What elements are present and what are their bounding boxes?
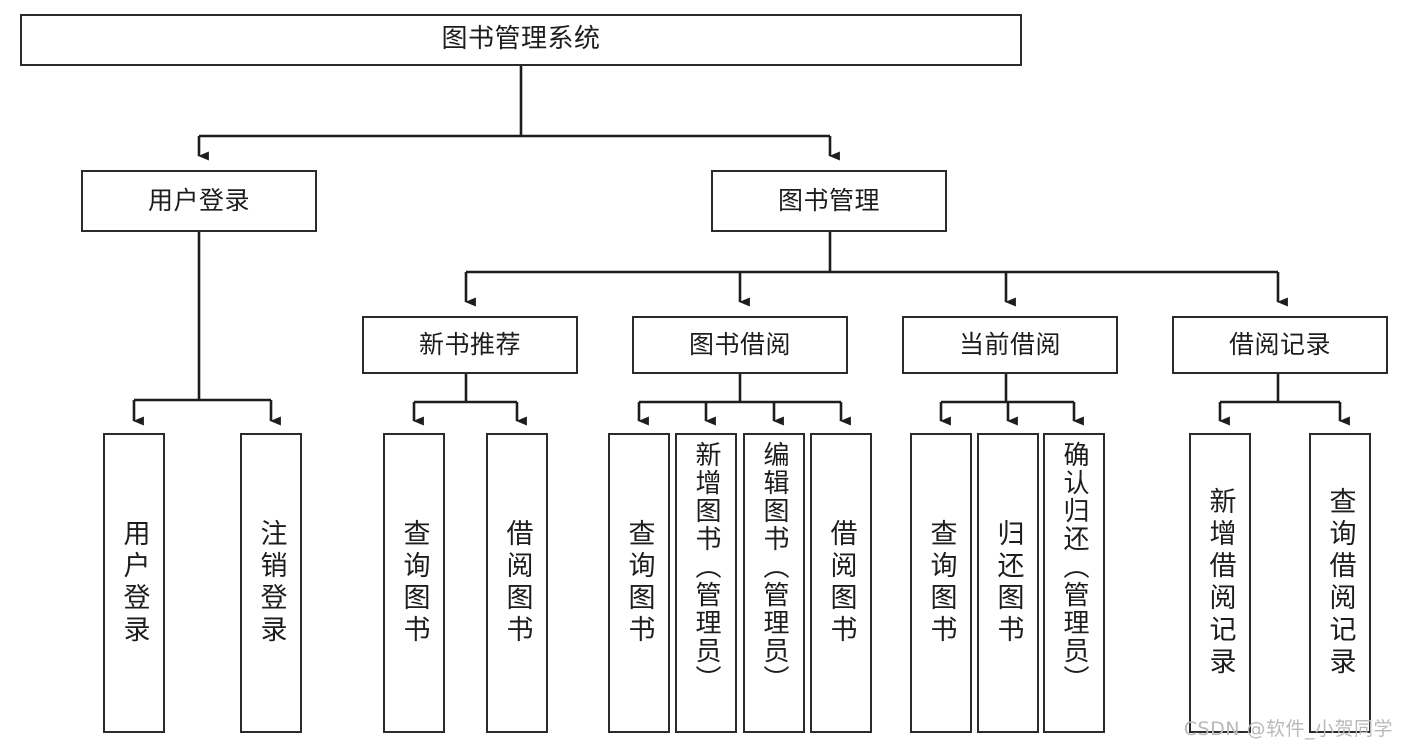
node-label: 图书管理	[777, 186, 880, 215]
node-label: 图书管理系统	[441, 24, 601, 55]
leaf-borrow-record-query-record[interactable]: 查询借阅记录	[1309, 433, 1371, 733]
leaf-book-borrow-edit-book-admin[interactable]: 编辑图书（管理员）	[743, 433, 805, 733]
watermark-text: CSDN @软件_小贺同学	[1183, 718, 1393, 740]
leaf-current-borrow-return-book[interactable]: 归还图书	[977, 433, 1039, 733]
node-label: 确认归还（管理员）	[1059, 441, 1089, 693]
leaf-user-login-logout[interactable]: 注销登录	[240, 433, 302, 733]
node-label: 新增图书（管理员）	[691, 441, 721, 693]
leaf-book-borrow-add-book-admin[interactable]: 新增图书（管理员）	[675, 433, 737, 733]
node-label: 借阅图书	[825, 519, 857, 647]
leaf-new-book-borrow-book[interactable]: 借阅图书	[486, 433, 548, 733]
node-current-borrow[interactable]: 当前借阅	[902, 316, 1118, 374]
node-book-borrow[interactable]: 图书借阅	[632, 316, 848, 374]
node-label: 用户登录	[118, 519, 150, 647]
node-new-book-recommend[interactable]: 新书推荐	[362, 316, 578, 374]
leaf-user-login-login[interactable]: 用户登录	[103, 433, 165, 733]
node-label: 图书借阅	[688, 330, 791, 359]
leaf-book-borrow-borrow-book[interactable]: 借阅图书	[810, 433, 872, 733]
leaf-new-book-query-book[interactable]: 查询图书	[383, 433, 445, 733]
node-borrow-record[interactable]: 借阅记录	[1172, 316, 1388, 374]
node-label: 新增借阅记录	[1204, 487, 1236, 679]
leaf-book-borrow-query-book[interactable]: 查询图书	[608, 433, 670, 733]
node-user-login[interactable]: 用户登录	[81, 170, 317, 232]
node-label: 当前借阅	[958, 330, 1061, 359]
leaf-borrow-record-add-record[interactable]: 新增借阅记录	[1189, 433, 1251, 733]
node-label: 查询图书	[623, 519, 655, 647]
node-label: 查询图书	[398, 519, 430, 647]
node-label: 新书推荐	[418, 330, 521, 359]
leaf-current-borrow-confirm-return-admin[interactable]: 确认归还（管理员）	[1043, 433, 1105, 733]
node-label: 借阅记录	[1228, 330, 1331, 359]
node-book-management[interactable]: 图书管理	[711, 170, 947, 232]
node-label: 借阅图书	[501, 519, 533, 647]
node-root-book-management-system[interactable]: 图书管理系统	[20, 14, 1022, 66]
node-label: 注销登录	[255, 519, 287, 647]
node-label: 编辑图书（管理员）	[759, 441, 789, 693]
leaf-current-borrow-query-book[interactable]: 查询图书	[910, 433, 972, 733]
node-label: 归还图书	[992, 519, 1024, 647]
node-label: 查询图书	[925, 519, 957, 647]
node-label: 查询借阅记录	[1324, 487, 1356, 679]
node-label: 用户登录	[147, 186, 250, 215]
